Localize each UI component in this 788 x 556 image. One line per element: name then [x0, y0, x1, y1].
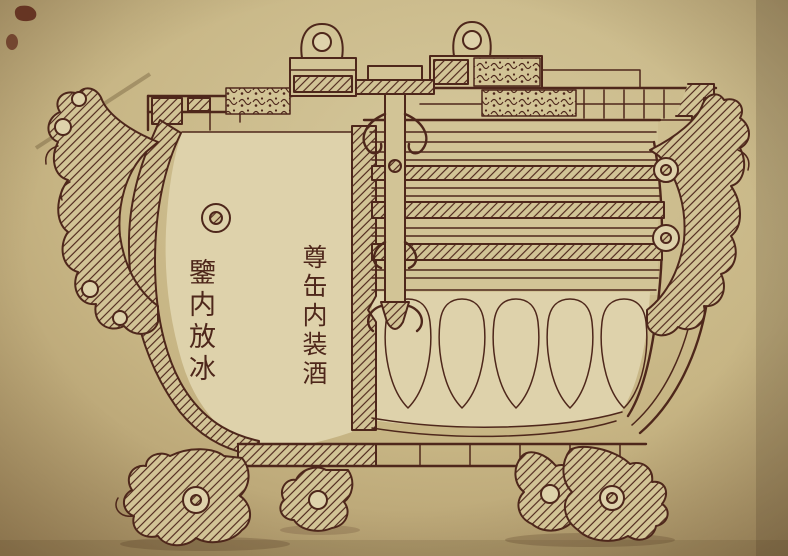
central-column [355, 65, 435, 333]
label-jian-ice: 鑒内放冰 [184, 258, 215, 386]
lid-openwork-left [225, 87, 291, 115]
paper-stain [14, 5, 37, 22]
fou-petal [384, 298, 432, 409]
base-and-feet [115, 442, 675, 551]
vessel-lid [146, 21, 721, 135]
fou-petal [438, 298, 486, 409]
fou-petal [546, 298, 594, 409]
left-dragon-handle [45, 87, 159, 335]
base-section [237, 443, 377, 467]
column-tip [380, 301, 410, 330]
inner-vessel-fou [362, 118, 714, 438]
lid-openwork-right [481, 89, 577, 117]
paper-stain [6, 34, 18, 50]
fou-bands-and-petals [371, 151, 665, 409]
lid-lug-right-hole [462, 30, 482, 50]
label-fou-wine: 尊缶内装酒 [299, 244, 328, 389]
outer-vessel-jian-section [127, 119, 377, 467]
fou-petal [492, 298, 540, 409]
right-dragon-handle [646, 93, 750, 337]
fou-petal [600, 298, 648, 409]
lid-lug-left-hole [312, 32, 332, 52]
